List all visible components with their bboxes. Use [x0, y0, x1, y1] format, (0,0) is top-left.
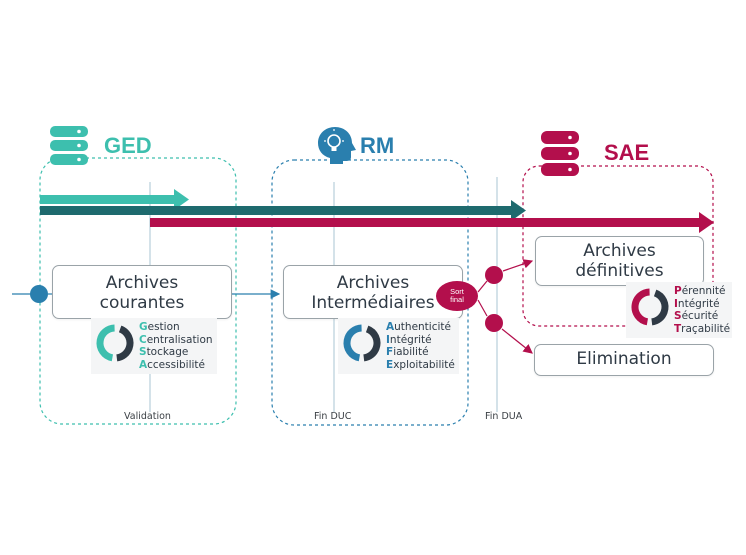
- pillar-initial: S: [139, 346, 147, 358]
- pillar-row: Intégrité: [386, 334, 455, 347]
- pillar-initial: G: [139, 321, 148, 333]
- pillar-rest: ntégrité: [677, 297, 720, 310]
- pillar-initial: A: [386, 321, 395, 333]
- pillar-row: Intégrité: [674, 298, 730, 311]
- pillar-rest: ccessibilité: [147, 358, 205, 371]
- archives-courantes-box: Archives courantes: [52, 265, 232, 319]
- pillar-initial: I: [674, 297, 678, 310]
- pillar-row: Authenticité: [386, 321, 455, 334]
- pillar-initial: A: [139, 358, 148, 371]
- pillar-rest: ntégrité: [389, 333, 432, 346]
- elimination-label: Elimination: [576, 349, 672, 369]
- sort-final-line1: Sort: [450, 286, 464, 296]
- pillar-row: Exploitabilité: [386, 359, 455, 372]
- pillar-rest: tockage: [146, 346, 189, 358]
- to-definitives-arrow: [502, 259, 534, 272]
- archives-definitives-line2: définitives: [575, 260, 664, 281]
- sae-zone-frame: [522, 165, 714, 327]
- pillar-row: Fiabilité: [386, 346, 455, 359]
- pillar-row: Gestion: [139, 321, 213, 334]
- archives-courantes-line1: Archives: [105, 273, 179, 293]
- pillar-rest: écurité: [681, 310, 719, 322]
- pillar-rest: raçabilité: [681, 322, 731, 335]
- pillar-initial: F: [386, 346, 394, 358]
- pillar-row: Centralisation: [139, 334, 213, 347]
- pillar-initial: C: [139, 333, 147, 346]
- archives-intermediaires-line1: Archives: [336, 273, 410, 293]
- pillar-initial: P: [674, 285, 682, 297]
- pillar-rest: entralisation: [146, 333, 213, 346]
- pillar-initial: E: [386, 358, 394, 371]
- sort-to-definitives-line: [477, 280, 488, 293]
- sae-title: SAE: [604, 140, 650, 165]
- validation-label: Validation: [124, 411, 171, 422]
- definitives-ring-icon: [631, 288, 669, 326]
- ged-database-icon: [50, 126, 88, 165]
- definitives-pillars: Pérennité Intégrité Sécurité Traçabilité: [626, 282, 733, 338]
- to-elimination-arrow: [501, 328, 533, 354]
- pillar-rest: érennité: [681, 285, 726, 297]
- sort-final-line2: final: [450, 295, 464, 304]
- pillar-rest: iabilité: [393, 346, 429, 358]
- pillar-row: Pérennité: [674, 285, 730, 298]
- fin-dua-label: Fin DUA: [485, 411, 523, 422]
- entry-node: [30, 285, 48, 303]
- sort-to-elimination-line: [477, 299, 488, 317]
- definitives-node: [485, 266, 503, 284]
- sae-timeline-arrow: [150, 212, 714, 233]
- pillar-initial: T: [674, 322, 682, 335]
- ged-title: GED: [104, 133, 152, 158]
- pillar-row: Traçabilité: [674, 323, 730, 336]
- archives-definitives-box: Archives définitives: [535, 236, 704, 286]
- sort-final-node: Sort final: [436, 281, 478, 311]
- pillar-initial: I: [386, 333, 390, 346]
- sae-database-icon: [541, 131, 579, 176]
- pillar-rest: estion: [147, 321, 180, 333]
- archives-intermediaires-line2: Intermédiaires: [311, 292, 435, 313]
- archives-definitives-line1: Archives: [583, 241, 656, 261]
- pillar-row: Stockage: [139, 346, 213, 359]
- fin-duc-label: Fin DUC: [314, 411, 352, 422]
- archives-courantes-line2: courantes: [99, 292, 185, 313]
- intermediaires-ring-icon: [343, 324, 381, 362]
- pillar-row: Sécurité: [674, 310, 730, 323]
- archives-intermediaires-box: Archives Intermédiaires: [283, 265, 463, 319]
- intermediaires-pillars: Authenticité Intégrité Fiabilité Exploit…: [338, 318, 459, 374]
- rm-head-lightbulb-icon: [318, 127, 356, 164]
- rm-timeline-arrow: [40, 200, 526, 221]
- rm-title: RM: [360, 133, 395, 158]
- elimination-box: Elimination: [534, 344, 714, 376]
- elimination-node: [485, 314, 503, 332]
- pillar-rest: xploitabilité: [393, 358, 455, 371]
- pillar-initial: S: [674, 310, 682, 322]
- courantes-pillars: Gestion Centralisation Stockage Accessib…: [91, 318, 217, 374]
- ged-timeline-arrow: [40, 189, 189, 210]
- pillar-row: Accessibilité: [139, 359, 213, 372]
- courantes-ring-icon: [96, 324, 134, 362]
- pillar-rest: uthenticité: [394, 321, 451, 333]
